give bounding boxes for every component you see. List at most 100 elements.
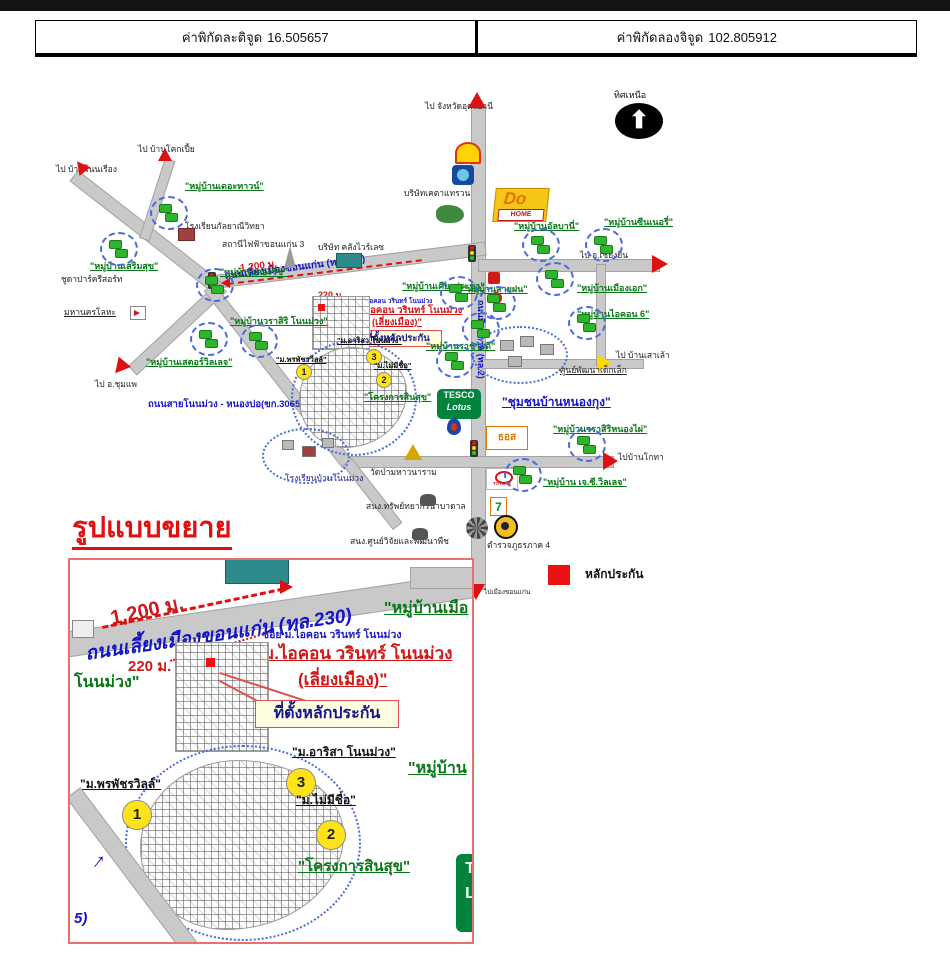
- property-marker: [318, 304, 325, 311]
- school-building-icon: [178, 228, 195, 241]
- mahanakorn-sign-icon: [130, 306, 146, 320]
- enl-nonmuang-partial: โนนม่วง": [74, 674, 140, 691]
- sinsuk-dashed-ellipse: [291, 340, 417, 456]
- enl-soi-label: ซอย ม.ไอคอน วรินทร์ โนนม่วง: [262, 629, 402, 641]
- dohome-home-text: HOME: [497, 209, 545, 221]
- car-glyph-icon: [451, 361, 464, 370]
- cluster-building-3: [540, 344, 554, 355]
- distance-220: 220 ม.: [318, 290, 344, 300]
- enl-subdiv-pornpat: "ม.พรพัชรวิลล์": [80, 777, 161, 791]
- north-compass-icon: ⬆: [615, 103, 663, 139]
- village-scenery: "หมู่บ้านซีนเนอรี่": [604, 217, 674, 227]
- traffic-light-icon-2: [468, 245, 476, 262]
- coordinates-table: ค่าพิกัดละติจูด 16.505657 ค่าพิกัดลองจิจ…: [35, 20, 917, 57]
- village-mueangek: "หมู่บ้านเมืองเอก": [577, 283, 648, 293]
- village-icon: [440, 276, 478, 310]
- village-the-town: "หมู่บ้านเดอะทาวน์": [185, 181, 264, 191]
- arrow-right-kotha-icon: [603, 452, 618, 470]
- village-icon: [100, 232, 138, 266]
- ptt-globe-icon: [457, 169, 469, 181]
- village-therich: "หมู่บ้านเดอะริช": [220, 267, 288, 277]
- enl-dashed-arrowhead-icon: [280, 580, 293, 594]
- latitude-value: 16.505657: [267, 29, 329, 45]
- longitude-label: ค่าพิกัดลองจิจูด: [616, 29, 704, 45]
- car-glyph-icon: [449, 284, 462, 293]
- cluster-building-6: [302, 446, 316, 457]
- car-glyph-icon: [199, 330, 212, 339]
- cluster-building-2: [520, 336, 534, 347]
- place-child-center: ศูนย์พัฒนาเด็กเล็ก: [560, 365, 627, 375]
- car-glyph-icon: [455, 293, 468, 302]
- enl-distance-220: 220 ม.: [128, 658, 172, 675]
- arrow-up-khokpia-icon: [158, 148, 172, 161]
- longitude-cell: ค่าพิกัดลองจิจูด 102.805912: [474, 21, 917, 53]
- temple-stupa-icon: [404, 444, 422, 460]
- car-glyph-icon: [577, 436, 590, 445]
- ghbank-text: ธอส: [497, 432, 517, 443]
- legend-label: หลักประกัน: [585, 567, 644, 581]
- place-research-office: สนง.ศูนย์วิจัยและพัฒนาพืช: [350, 536, 449, 546]
- village-icon: [585, 228, 623, 262]
- village-warasiri-nongphai: "หมู่บ้านวราสิริหนองไผ่": [553, 424, 648, 434]
- latitude-cell: ค่าพิกัดละติจูด 16.505657: [36, 21, 475, 53]
- factory-trees-icon: [436, 205, 464, 223]
- enl-subdiv-noname: "ม.ไม่มีชื่อ": [296, 793, 356, 807]
- nonmuang-nongpo-road-label: ถนนสายโนนม่วง - หนองปอ(ขก.3065): [148, 399, 304, 410]
- place-wire-company: บริษัท คลังไวร์เลซ: [318, 242, 385, 252]
- arrow-up-udon-icon: [468, 92, 486, 108]
- car-glyph-icon: [115, 249, 128, 258]
- village-icon: [196, 268, 234, 302]
- place-chuda-resort: ชูดาปาร์ครีสอร์ท: [61, 274, 123, 284]
- car-glyph-icon: [445, 352, 458, 361]
- cluster-building-5: [282, 440, 294, 450]
- enl-marker-1: 1: [122, 800, 152, 830]
- subdiv-pornpat: "ม.พรพัชรวิลล์": [276, 355, 327, 364]
- enl-blue-route-arrow-icon: ↑: [87, 847, 112, 874]
- enl-road-partial-label: 5): [74, 910, 88, 927]
- car-glyph-icon: [211, 285, 224, 294]
- small-red-arrow-icon: [134, 310, 140, 316]
- dohome-do-text: Do: [502, 189, 528, 208]
- village-albany: "หมู่บ้านอัลบานี่": [514, 221, 580, 231]
- longitude-value: 102.805912: [708, 29, 777, 45]
- enl-marker-2: 2: [316, 820, 346, 850]
- car-glyph-icon: [583, 323, 596, 332]
- car-glyph-icon: [583, 445, 596, 454]
- seven-text: 7: [495, 500, 502, 514]
- car-glyph-icon: [545, 270, 558, 279]
- enl-collateral-box: ที่ตั้งหลักประกัน: [255, 700, 399, 728]
- village-icon: [190, 322, 228, 356]
- soi-label: ซอย ม.ไอคอน วรินทร์ โนนม่วง: [346, 298, 433, 305]
- marker-2: 2: [376, 372, 392, 388]
- place-temple: วัดป่ามหาวนาราม: [370, 467, 437, 477]
- place-police-region4: ตำรวจภูธรภาค 4: [487, 540, 551, 550]
- enlarged-title: รูปแบบขยาย: [72, 512, 232, 551]
- place-mahanakorn: มหานครโลหะ: [64, 307, 116, 317]
- enl-subdiv-arisa: "ม.อาริสา โนนม่วง": [292, 745, 396, 759]
- arrow-right-chiangyuen-icon: [652, 255, 668, 273]
- car-glyph-icon: [594, 236, 607, 245]
- village-warasiri-nonmuang: "หมู่บ้านวราสิริ โนนม่วง": [230, 316, 328, 326]
- car-glyph-icon: [249, 332, 262, 341]
- enl-soi-street-grid: [175, 642, 269, 752]
- village-icon: [436, 344, 474, 378]
- village-jc: "หมู่บ้าน เจ.ซี.วิลเลจ": [543, 477, 627, 487]
- enlarged-map-box: ถนนเลี้ยงเมืองขอนแก่น (ทล.230) 1,200 ม. …: [68, 558, 474, 944]
- car-glyph-icon: [205, 276, 218, 285]
- marker-3: 3: [366, 349, 382, 365]
- car-glyph-icon: [159, 204, 172, 213]
- cluster-building-1: [500, 340, 514, 351]
- dir-saolao: ไป บ้านเสาเล้า: [616, 350, 670, 360]
- place-company: บริษัทเคตาแทรวน: [404, 188, 471, 198]
- dir-kotha: ไปบ้านโกทา: [618, 452, 664, 462]
- village-icon: [522, 228, 560, 262]
- toyota-text: TOYOTA: [492, 481, 512, 486]
- car-glyph-icon: [600, 245, 613, 254]
- legend-swatch: [548, 565, 570, 585]
- car-glyph-icon: [577, 314, 590, 323]
- subdiv-arisa: "ม.อาริสา โนนม่วง": [337, 336, 402, 345]
- village-icon: [150, 196, 188, 230]
- property-name-line1: "ม.ไอคอน วรินทร์ โนนม่วง: [352, 305, 463, 316]
- nonmuang-school-cluster-circle: [262, 428, 350, 484]
- enl-tesco-partial-logo: T L: [456, 854, 472, 932]
